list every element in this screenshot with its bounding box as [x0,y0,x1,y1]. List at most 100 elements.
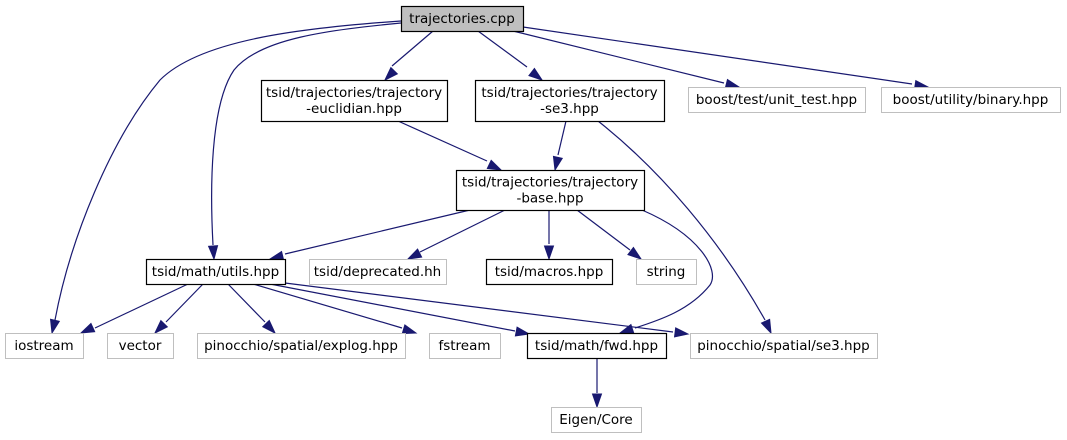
node-box [526,332,668,360]
edge-line [557,120,567,156]
node-box [260,79,449,123]
node-root[interactable]: trajectories.cpp [400,5,525,33]
edge-line [477,30,528,68]
arrowhead-icon [383,66,399,82]
node-label: tsid/trajectories/trajectory [266,85,442,101]
edge-line [269,283,516,332]
arrowhead-icon [153,319,169,335]
node-box [107,333,174,359]
node-box [145,258,287,286]
arrowhead-icon [406,248,423,260]
node-math-fwd[interactable]: tsid/math/fwd.hpp [526,332,668,360]
arrowhead-icon [528,67,544,81]
arrowhead-icon [514,326,531,337]
edge-root-to-iostream [49,20,402,335]
node-box [197,333,406,359]
edge-line [512,30,725,84]
node-boost-unit-test: boost/test/unit_test.hpp [688,87,866,113]
node-string: string [636,259,697,285]
edge-line [227,283,266,323]
node-se3: pinocchio/spatial/se3.hpp [690,333,878,359]
node-label: fstream [438,338,490,354]
node-traj-se3[interactable]: tsid/trajectories/trajectory-se3.hpp [474,79,666,123]
edge-root-to-math-utils [207,22,402,261]
node-label: boost/utility/binary.hpp [893,92,1049,108]
node-label: tsid/math/utils.hpp [152,264,279,280]
node-box [485,258,614,286]
edge-line [94,283,189,329]
node-box [551,407,642,433]
node-label: tsid/math/fwd.hpp [535,338,658,354]
node-eigen-core: Eigen/Core [551,407,642,433]
node-box [690,333,878,359]
node-label: -euclidian.hpp [306,101,402,117]
node-fstream: fstream [429,333,501,359]
node-deprecated: tsid/deprecated.hh [309,259,447,285]
edge-line [576,209,631,251]
node-box [429,333,501,359]
node-box [455,169,646,212]
edge-math-utils-to-explog [227,283,277,335]
node-macros[interactable]: tsid/macros.hpp [485,258,614,286]
edge-math-utils-to-vector [153,283,204,335]
node-math-utils[interactable]: tsid/math/utils.hpp [145,258,287,286]
edge-line [397,120,488,162]
edge-traj-base-to-string [576,209,643,260]
edge-traj-euclidian-to-traj-base [397,120,503,171]
edge-math-utils-to-iostream [79,283,189,334]
node-label: string [647,264,686,280]
node-box [688,87,866,113]
edge-math-utils-to-fstream [252,283,418,335]
node-traj-base[interactable]: tsid/trajectories/trajectory-base.hpp [455,169,646,212]
node-explog: pinocchio/spatial/explog.hpp [197,333,406,359]
node-boost-binary: boost/utility/binary.hpp [881,87,1061,113]
edge-root-to-traj-se3 [477,30,544,81]
arrowhead-icon [552,155,564,172]
node-label: tsid/deprecated.hh [314,264,441,280]
node-label: iostream [14,338,73,354]
node-label: vector [119,338,162,354]
edge-line [634,209,714,329]
edge-traj-base-to-deprecated [406,209,506,260]
edge-line [597,120,766,321]
node-box [636,259,697,285]
edges-layer [49,20,930,409]
node-label: Eigen/Core [559,412,633,428]
node-label: tsid/trajectories/trajectory [481,85,657,101]
arrowhead-icon [261,319,277,335]
edge-line [165,283,204,323]
node-box [5,333,84,359]
node-label: -se3.hpp [540,101,599,117]
edge-line [284,282,674,333]
arrowhead-icon [49,318,61,335]
edge-traj-base-to-macros [543,210,555,261]
arrowhead-icon [591,393,603,409]
arrowhead-icon [401,324,418,335]
node-label: boost/test/unit_test.hpp [696,92,857,108]
node-label: pinocchio/spatial/explog.hpp [204,338,398,354]
arrowhead-icon [79,322,96,334]
edge-line [419,209,506,253]
edge-root-to-traj-euclidian [383,30,434,82]
node-box [474,79,666,123]
edge-line [252,283,403,329]
node-box [400,5,525,33]
node-label: pinocchio/spatial/se3.hpp [697,338,870,354]
node-box [309,259,447,285]
edge-line [211,22,402,246]
edge-math-fwd-to-eigen-core [591,358,603,409]
edge-math-utils-to-math-fwd [269,283,531,337]
node-label: tsid/trajectories/trajectory [462,175,638,191]
edge-line [54,20,402,321]
arrowhead-icon [486,159,503,171]
arrowhead-icon [724,78,741,89]
edge-root-to-boost-unit-test [512,30,741,89]
edge-line [391,30,434,67]
arrowhead-icon [627,246,643,260]
arrowhead-icon [543,245,555,261]
node-traj-euclidian[interactable]: tsid/trajectories/trajectory-euclidian.h… [260,79,449,123]
nodes-layer: trajectories.cpp tsid/trajectories/trajec… [5,5,1061,433]
node-iostream: iostream [5,333,84,359]
edge-line [522,26,913,85]
